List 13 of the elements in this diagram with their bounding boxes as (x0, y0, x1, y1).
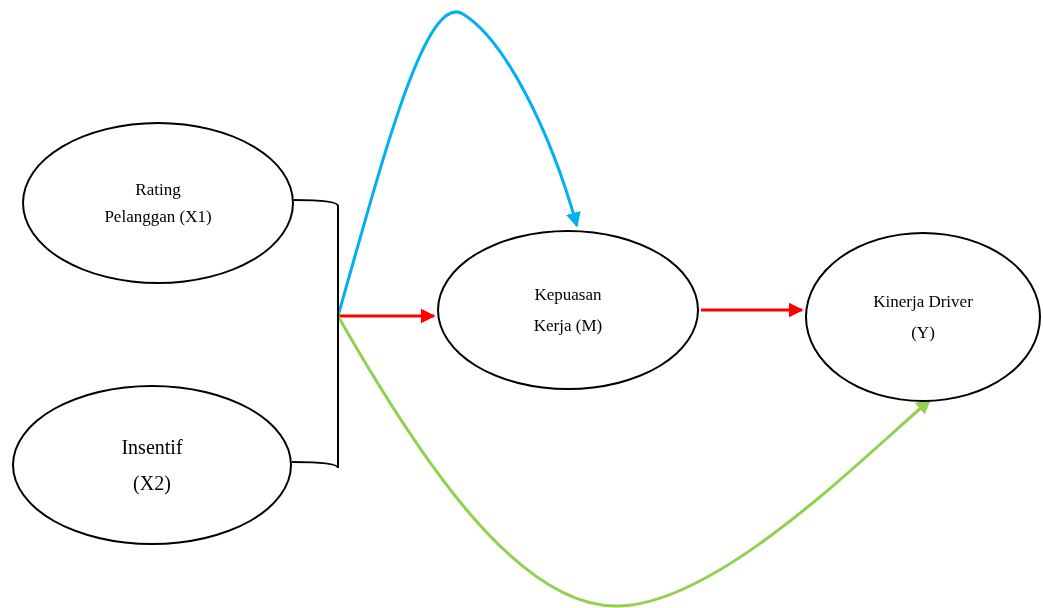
arrow (701, 302, 804, 318)
variable-label: Kerja (M) (533, 317, 603, 334)
connector-line (291, 461, 339, 469)
variable-label: (X2) (133, 473, 171, 493)
variable-label: Rating (135, 181, 181, 198)
variable-label: Kinerja Driver (873, 293, 973, 310)
variable-label: (Y) (911, 324, 935, 341)
variable-label: Kepuasan (534, 286, 602, 303)
arrow (336, 315, 932, 608)
variable-label: Pelanggan (X1) (104, 208, 212, 225)
variable-label: Insentif (121, 437, 183, 457)
connector-line (293, 199, 339, 207)
arrow (338, 308, 436, 324)
